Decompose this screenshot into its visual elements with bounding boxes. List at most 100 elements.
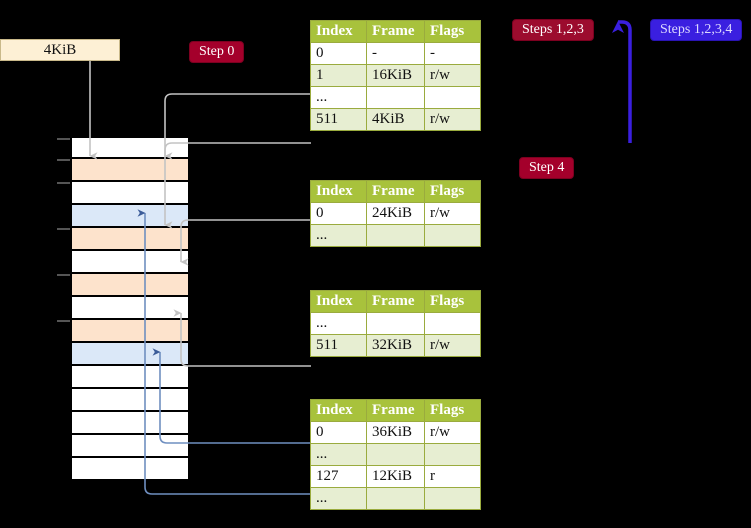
memory-tick xyxy=(57,138,70,140)
cell-index: ... xyxy=(310,86,367,109)
cell-frame: 16KiB xyxy=(366,64,425,87)
column-header-index: Index xyxy=(310,20,367,43)
table-row[interactable]: ... xyxy=(310,86,481,109)
cell-index: 1 xyxy=(310,64,367,87)
cell-frame xyxy=(366,312,425,335)
cell-frame: - xyxy=(366,42,425,65)
table-row[interactable]: 0 24KiB r/w xyxy=(310,202,481,225)
cell-flags xyxy=(424,224,481,247)
memory-size-box: 4KiB xyxy=(0,39,120,61)
column-header-frame: Frame xyxy=(366,399,425,422)
memory-row xyxy=(70,251,190,274)
page-table-level-0: Index Frame Flags 0 - - 1 16KiB r/w ... … xyxy=(310,20,481,131)
cell-flags: r/w xyxy=(424,64,481,87)
cell-index: 127 xyxy=(310,465,367,488)
table-row[interactable]: 511 32KiB r/w xyxy=(310,334,481,357)
table-row[interactable]: 1 16KiB r/w xyxy=(310,64,481,87)
cell-flags: r/w xyxy=(424,108,481,131)
memory-row xyxy=(70,343,190,366)
cell-flags: r/w xyxy=(424,334,481,357)
badge-steps-123-label: Steps 1,2,3 xyxy=(522,22,584,37)
cell-frame: 24KiB xyxy=(366,202,425,225)
physical-memory-column xyxy=(57,136,190,481)
cell-frame xyxy=(366,86,425,109)
cell-flags: r/w xyxy=(424,202,481,225)
cell-flags xyxy=(424,312,481,335)
table-header-row: Index Frame Flags xyxy=(310,290,481,313)
memory-size-label: 4KiB xyxy=(43,41,77,58)
column-header-index: Index xyxy=(310,180,367,203)
table-row[interactable]: 127 12KiB r xyxy=(310,465,481,488)
table-row[interactable]: ... xyxy=(310,443,481,466)
table-row[interactable]: 0 36KiB r/w xyxy=(310,421,481,444)
column-header-flags: Flags xyxy=(424,399,481,422)
column-header-flags: Flags xyxy=(424,290,481,313)
table-header-row: Index Frame Flags xyxy=(310,399,481,422)
badge-step-4-label: Step 4 xyxy=(529,160,565,175)
table-row[interactable]: 511 4KiB r/w xyxy=(310,108,481,131)
cell-index: ... xyxy=(310,487,367,510)
connector-steps-bracket xyxy=(612,20,632,143)
column-header-index: Index xyxy=(310,399,367,422)
column-header-flags: Flags xyxy=(424,20,481,43)
table-row[interactable]: 0 - - xyxy=(310,42,481,65)
connector-pt2-511-to-memory xyxy=(173,309,311,367)
table-row[interactable]: ... xyxy=(310,312,481,335)
page-table-level-3: Index Frame Flags 0 36KiB r/w ... 127 12… xyxy=(310,399,481,510)
page-table-level-1: Index Frame Flags 0 24KiB r/w ... xyxy=(310,180,481,247)
cell-frame xyxy=(366,224,425,247)
memory-row xyxy=(57,320,190,343)
column-header-flags: Flags xyxy=(424,180,481,203)
badge-step-0-label: Step 0 xyxy=(199,44,235,59)
badge-steps-1234: Steps 1,2,3,4 xyxy=(650,19,743,41)
badge-steps-123: Steps 1,2,3 xyxy=(512,19,594,41)
memory-row xyxy=(70,412,190,435)
table-row[interactable]: ... xyxy=(310,487,481,510)
memory-row xyxy=(70,458,190,481)
cell-index: 0 xyxy=(310,42,367,65)
column-header-index: Index xyxy=(310,290,367,313)
badge-step-0: Step 0 xyxy=(189,41,245,63)
badge-steps-1234-label: Steps 1,2,3,4 xyxy=(660,22,733,37)
cell-flags xyxy=(424,86,481,109)
memory-row xyxy=(57,159,190,182)
column-header-frame: Frame xyxy=(366,290,425,313)
cell-frame: 12KiB xyxy=(366,465,425,488)
cell-index: 0 xyxy=(310,421,367,444)
column-header-frame: Frame xyxy=(366,180,425,203)
memory-tick xyxy=(57,274,70,276)
connector-pt1-0-to-memory xyxy=(180,219,311,266)
cell-frame: 4KiB xyxy=(366,108,425,131)
cell-flags xyxy=(424,487,481,510)
memory-tick xyxy=(57,182,70,184)
cell-frame xyxy=(366,443,425,466)
memory-row xyxy=(70,297,190,320)
memory-tick xyxy=(57,228,70,230)
memory-row xyxy=(57,182,190,205)
memory-row xyxy=(57,274,190,297)
memory-tick xyxy=(57,159,70,161)
cell-flags: r xyxy=(424,465,481,488)
cell-flags xyxy=(424,443,481,466)
cell-index: ... xyxy=(310,443,367,466)
memory-row xyxy=(70,366,190,389)
cell-index: 511 xyxy=(310,334,367,357)
memory-row xyxy=(70,389,190,412)
memory-tick xyxy=(57,320,70,322)
memory-row xyxy=(70,205,190,228)
cell-frame: 32KiB xyxy=(366,334,425,357)
cell-flags: r/w xyxy=(424,421,481,444)
cell-index: ... xyxy=(310,312,367,335)
table-header-row: Index Frame Flags xyxy=(310,20,481,43)
memory-row xyxy=(57,228,190,251)
cell-frame: 36KiB xyxy=(366,421,425,444)
memory-row xyxy=(70,435,190,458)
table-row[interactable]: ... xyxy=(310,224,481,247)
table-header-row: Index Frame Flags xyxy=(310,180,481,203)
memory-row xyxy=(57,136,190,159)
badge-step-4: Step 4 xyxy=(519,157,575,179)
cell-flags: - xyxy=(424,42,481,65)
cell-index: 511 xyxy=(310,108,367,131)
cell-index: 0 xyxy=(310,202,367,225)
column-header-frame: Frame xyxy=(366,20,425,43)
